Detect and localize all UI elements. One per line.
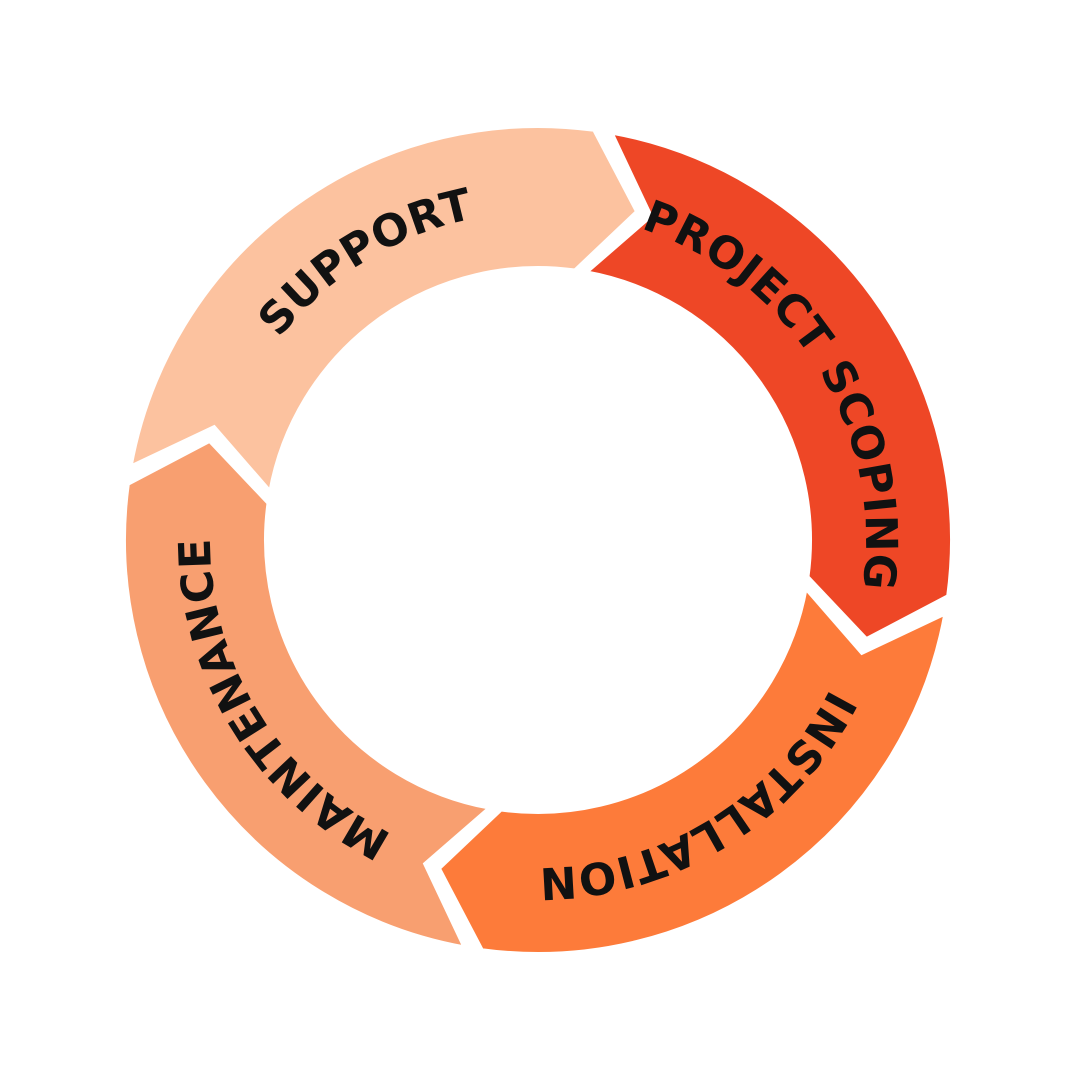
segments-layer	[122, 124, 954, 956]
segment-installation	[436, 583, 949, 956]
labels-layer: PROJECT SCOPINGINSTALLATIONMAINTENANCESU…	[169, 178, 905, 909]
segment-maintenance	[122, 438, 495, 951]
segment-support	[127, 124, 640, 497]
segment-project-scoping	[581, 129, 954, 642]
